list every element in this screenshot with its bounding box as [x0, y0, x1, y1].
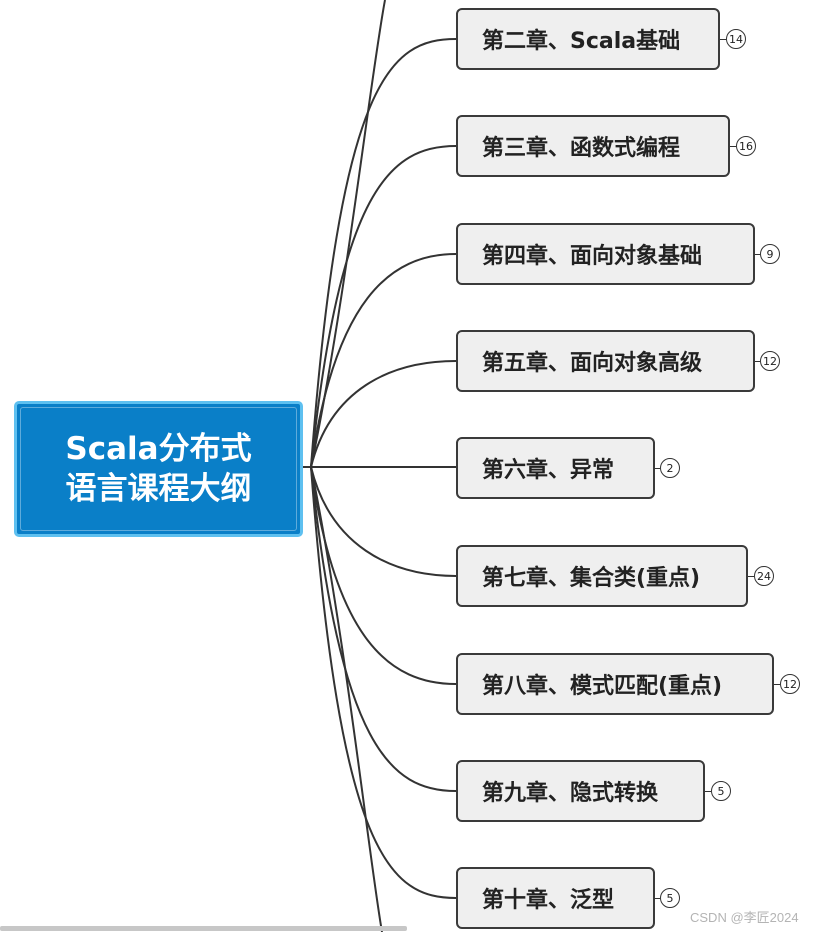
topic-label: 第二章、Scala基础 [482, 29, 681, 54]
connector-topic-2 [310, 145, 457, 468]
topic-chapter-8[interactable]: 第八章、模式匹配(重点) [456, 653, 774, 715]
topic-label: 第七章、集合类(重点) [482, 566, 701, 591]
topic-label: 第八章、模式匹配(重点) [482, 674, 723, 699]
badge-count: 2 [666, 461, 674, 475]
badge-count: 5 [717, 784, 725, 798]
connector-topic-9 [310, 466, 457, 899]
central-topic[interactable]: Scala分布式 语言课程大纲 [14, 401, 303, 537]
topic-chapter-7[interactable]: 第七章、集合类(重点) [456, 545, 748, 607]
connector-topic-4 [310, 360, 457, 468]
connector-offscreen-bottom [310, 466, 383, 932]
connector-topic-8 [310, 466, 457, 792]
connector-offscreen-top [310, 0, 386, 468]
horizontal-scrollbar[interactable] [0, 926, 407, 931]
topic-label: 第四章、面向对象基础 [482, 244, 703, 269]
badge-count: 12 [783, 677, 797, 691]
badge-link [720, 39, 726, 40]
subtopic-count-badge[interactable]: 14 [726, 29, 746, 49]
subtopic-count-badge[interactable]: 9 [760, 244, 780, 264]
central-topic-line-2: 语言课程大纲 [65, 471, 252, 507]
connector-topic-7 [310, 466, 457, 685]
topic-chapter-6[interactable]: 第六章、异常 [456, 437, 655, 499]
watermark: CSDN @李匠2024 [690, 910, 799, 925]
badge-count: 16 [739, 139, 753, 153]
topic-chapter-2[interactable]: 第二章、Scala基础 [456, 8, 720, 70]
topic-chapter-3[interactable]: 第三章、函数式编程 [456, 115, 730, 177]
subtopic-count-badge[interactable]: 2 [660, 458, 680, 478]
badge-link [755, 361, 760, 362]
connector-topic-3 [310, 253, 457, 468]
subtopic-count-badge[interactable]: 16 [736, 136, 756, 156]
subtopic-count-badge[interactable]: 5 [660, 888, 680, 908]
connector-topic-1 [310, 38, 457, 468]
badge-count: 5 [666, 891, 674, 905]
badge-link [774, 684, 780, 685]
topic-chapter-4[interactable]: 第四章、面向对象基础 [456, 223, 755, 285]
badge-link [705, 791, 711, 792]
badge-count: 9 [766, 247, 774, 261]
connector-topic-6 [310, 466, 457, 577]
badge-link [655, 468, 660, 469]
topic-label: 第五章、面向对象高级 [482, 351, 703, 376]
subtopic-count-badge[interactable]: 24 [754, 566, 774, 586]
topic-chapter-5[interactable]: 第五章、面向对象高级 [456, 330, 755, 392]
topic-label: 第六章、异常 [482, 458, 615, 483]
badge-link [730, 146, 736, 147]
topic-label: 第九章、隐式转换 [482, 781, 659, 806]
badge-count: 24 [757, 569, 771, 583]
topic-label: 第十章、泛型 [482, 888, 615, 913]
badge-link [755, 254, 760, 255]
central-topic-line-1: Scala分布式 [65, 431, 252, 467]
badge-count: 14 [729, 32, 743, 46]
subtopic-count-badge[interactable]: 12 [780, 674, 800, 694]
topic-chapter-10[interactable]: 第十章、泛型 [456, 867, 655, 929]
subtopic-count-badge[interactable]: 12 [760, 351, 780, 371]
topic-label: 第三章、函数式编程 [482, 136, 681, 161]
badge-link [655, 898, 660, 899]
subtopic-count-badge[interactable]: 5 [711, 781, 731, 801]
badge-link [748, 576, 754, 577]
topic-chapter-9[interactable]: 第九章、隐式转换 [456, 760, 705, 822]
badge-count: 12 [763, 354, 777, 368]
